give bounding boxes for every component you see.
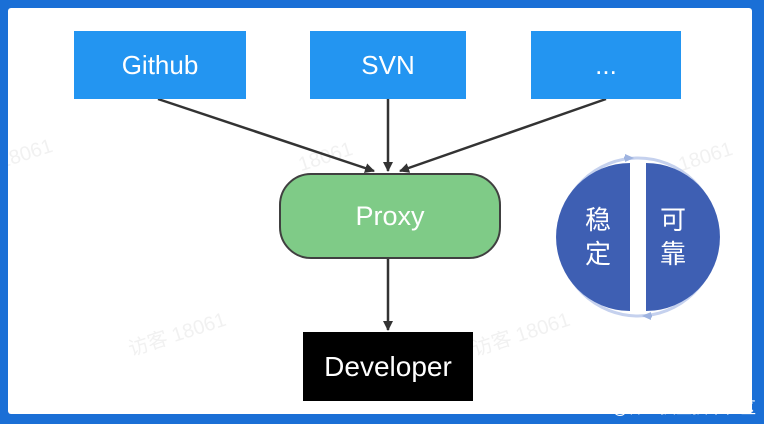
diagram-canvas: 18061 18061 18061 访客 18061 访客 18061 Gith… [8, 8, 752, 414]
cycle-graphic [556, 154, 720, 320]
cycle-label-right: 可 靠 [659, 206, 686, 270]
source-node-svn: SVN [310, 31, 466, 99]
source-node-github: Github [74, 31, 246, 99]
cycle-label-left: 稳 定 [584, 206, 611, 270]
developer-node: Developer [303, 332, 473, 401]
arrow-github-proxy [157, 97, 375, 173]
cycle-left-half [556, 163, 630, 311]
arrow-more-proxy [399, 97, 607, 173]
connector-layer [157, 97, 720, 331]
source-node-more: ... [531, 31, 681, 99]
proxy-node: Proxy [279, 173, 501, 259]
cycle-right-half [646, 163, 720, 311]
site-credit: @稀土掘金技术社区 [611, 398, 756, 417]
